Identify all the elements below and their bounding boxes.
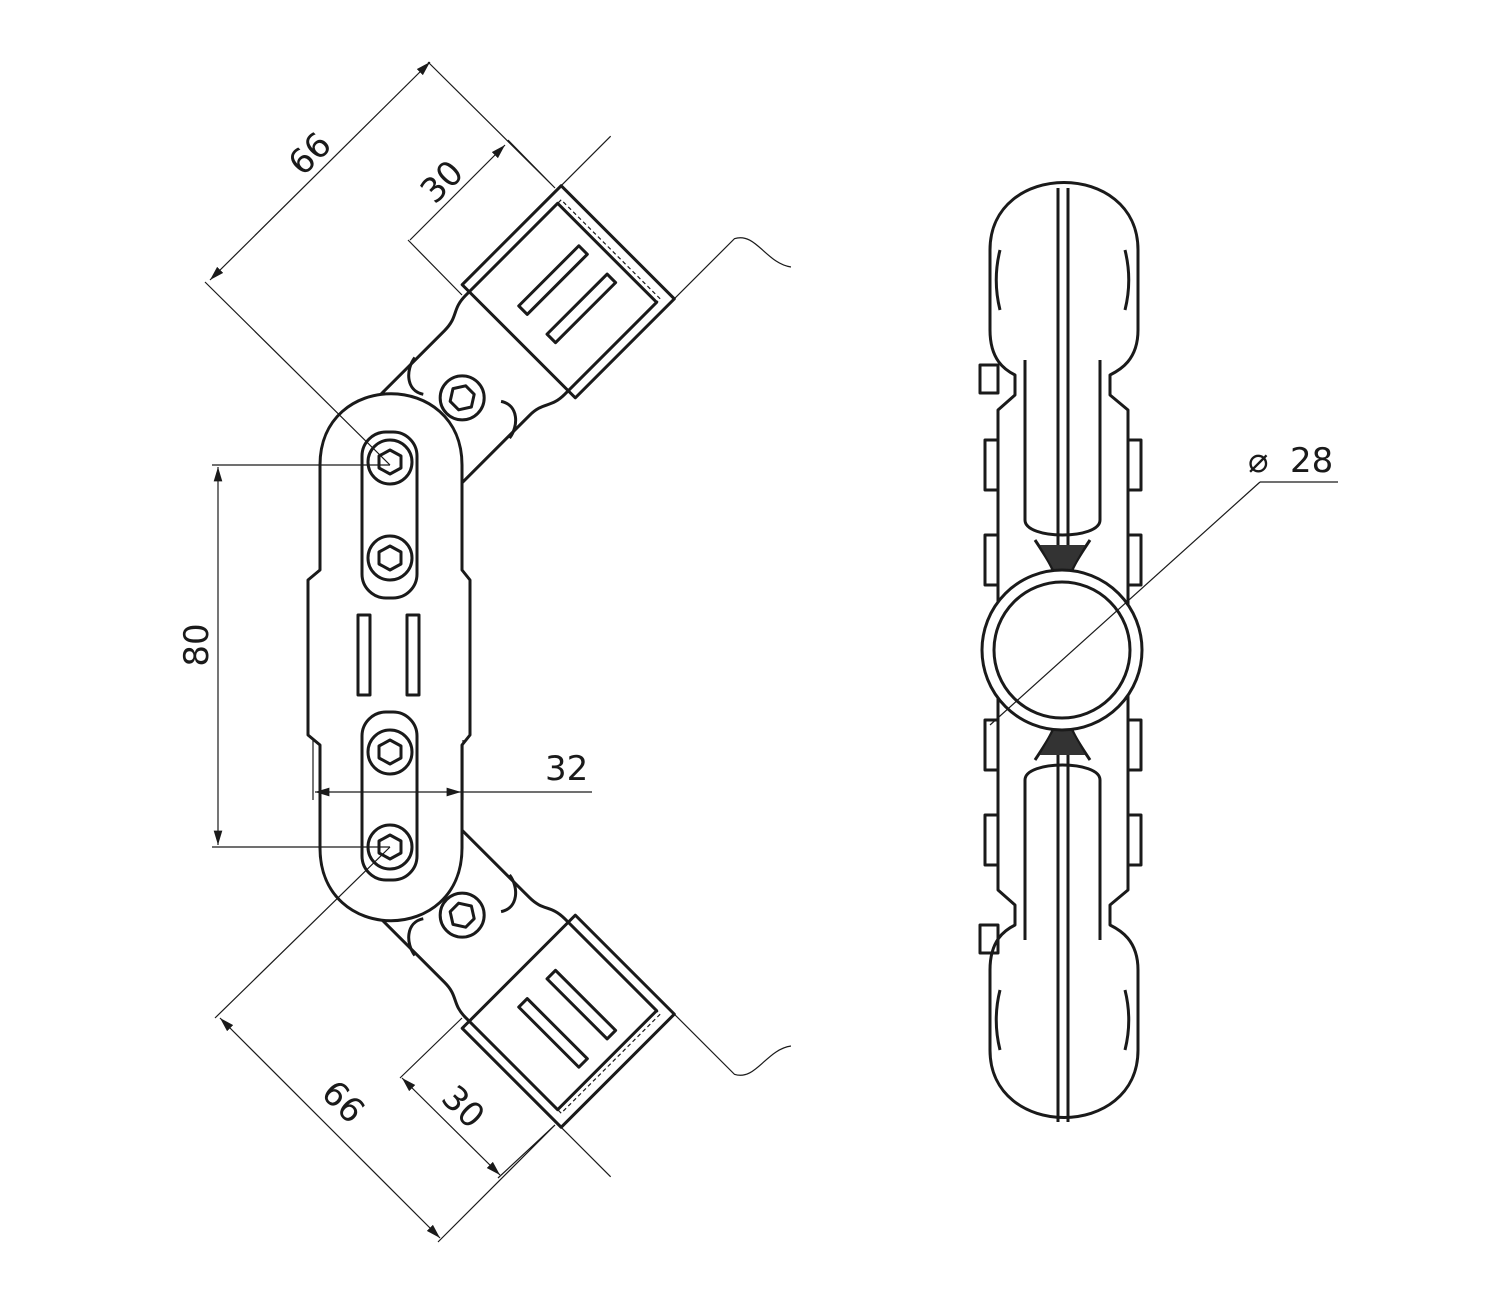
dim-80: 80 <box>177 623 217 666</box>
tube-section <box>980 568 1144 732</box>
dim-28: 28 <box>1290 441 1333 481</box>
diameter-label: ⌀ 28 <box>1248 441 1333 481</box>
bolt-heads <box>978 363 1143 955</box>
side-view: ⌀ 28 <box>978 181 1338 1122</box>
dim-66-lower: 66 <box>313 1073 372 1132</box>
front-view: 80 32 66 30 66 30 <box>177 61 793 1243</box>
dim-32: 32 <box>545 749 588 789</box>
bolt-icon <box>366 438 414 871</box>
dim-66-upper: 66 <box>281 125 340 184</box>
dim-30-lower: 30 <box>433 1078 492 1137</box>
dim-30-upper: 30 <box>413 153 472 212</box>
diameter-symbol: ⌀ <box>1248 441 1268 481</box>
